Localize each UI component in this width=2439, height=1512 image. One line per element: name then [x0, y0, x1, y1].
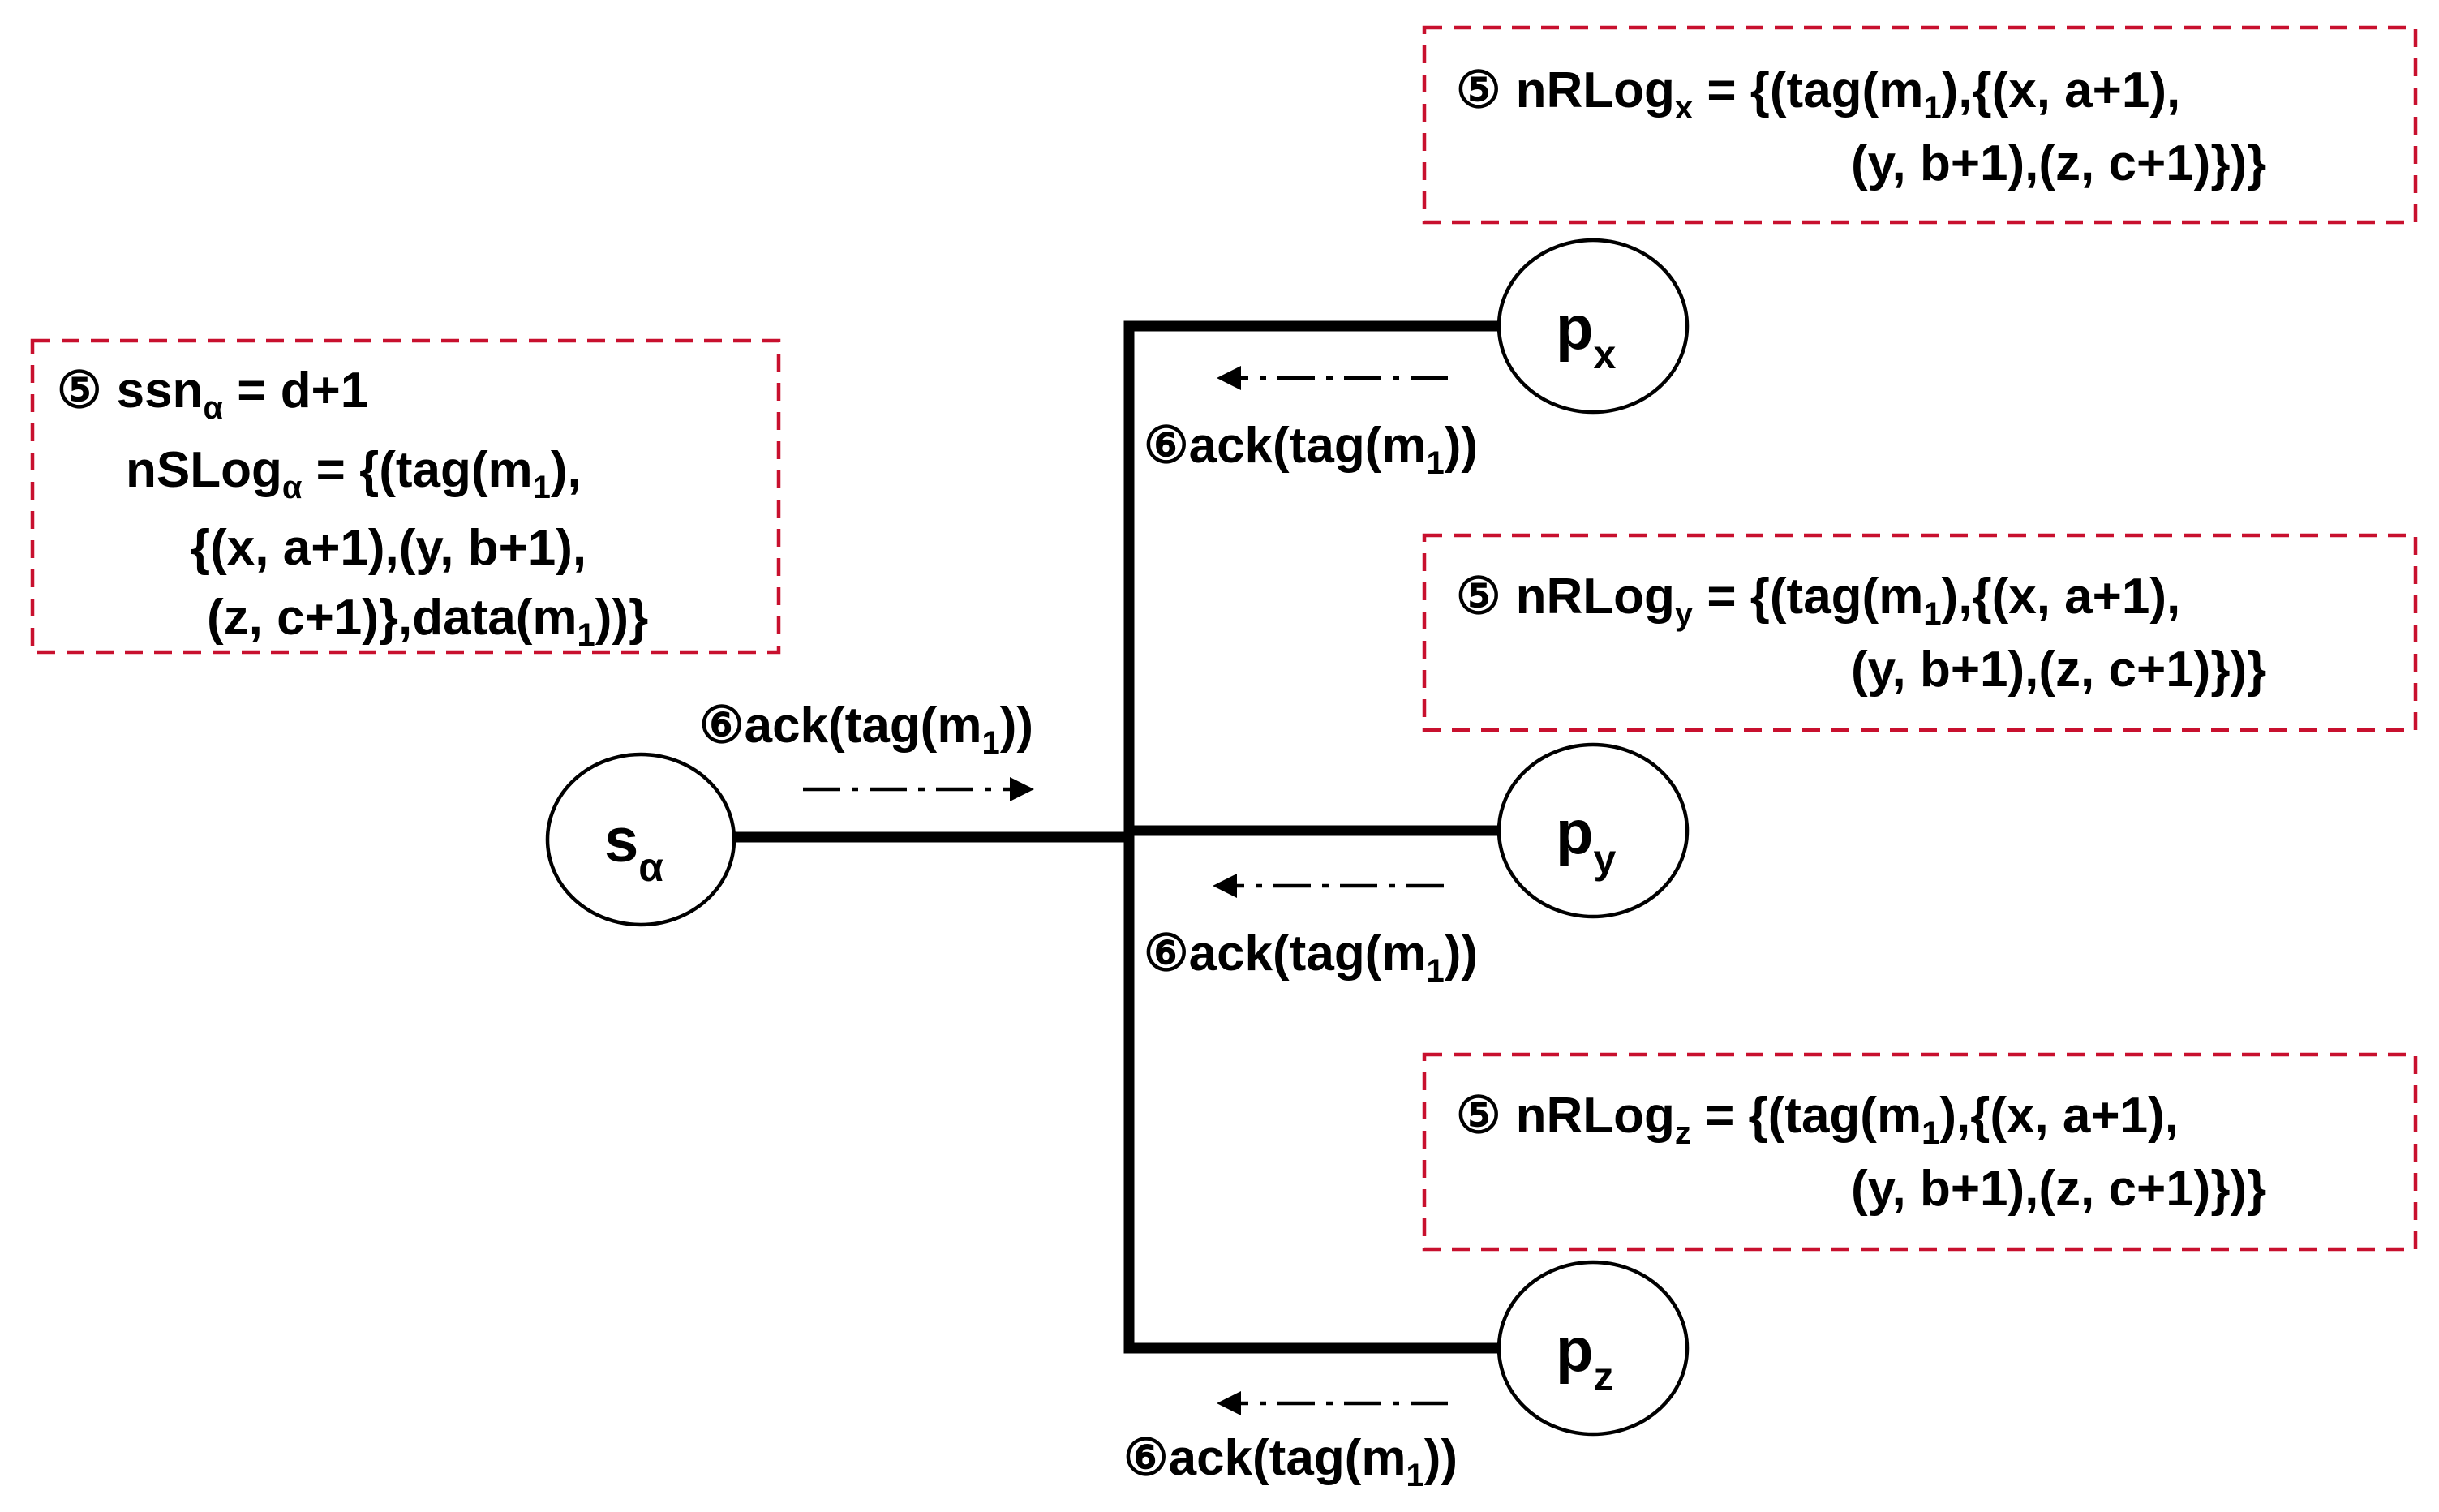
svg-text:(y, b+1),(z, c+1)})}: (y, b+1),(z, c+1)})} [1851, 1161, 2266, 1217]
ack-label-sender: ⑥ack(tag(m1)) [699, 698, 1033, 761]
receiver-log-box-z [1422, 1052, 2418, 1252]
svg-text:pz: pz [1556, 1316, 1613, 1399]
circled-six-icon: ⑥ [699, 698, 745, 754]
ack-arrow-y [1213, 874, 1444, 898]
sender-log-box [30, 338, 781, 655]
svg-text:(y, b+1),(z, c+1)})}: (y, b+1),(z, c+1)})} [1851, 135, 2266, 191]
svg-text:(y, b+1),(z, c+1)})}: (y, b+1),(z, c+1)})} [1851, 642, 2266, 698]
svg-text:sα: sα [604, 806, 663, 890]
ack-arrow-sender [803, 777, 1034, 801]
circled-five-icon: ⑤ [57, 363, 102, 419]
node-p-x: px [1496, 238, 1690, 415]
ack-arrow-z [1217, 1391, 1448, 1415]
svg-text:py: py [1556, 798, 1616, 882]
svg-text:{(x, a+1),(y, b+1),: {(x, a+1),(y, b+1), [191, 520, 586, 576]
ack-label-x: ⑥ack(tag(m1)) [1144, 418, 1478, 481]
node-p-y: py [1496, 742, 1690, 919]
ack-arrow-x [1217, 366, 1448, 390]
circled-five-icon: ⑤ [1456, 62, 1501, 118]
receiver-log-box-x [1422, 25, 2418, 225]
node-s-alpha: sα [545, 752, 736, 927]
svg-text:(z, c+1)},data(m1))}: (z, c+1)},data(m1))} [207, 590, 648, 653]
circled-six-icon: ⑥ [1123, 1430, 1169, 1486]
circled-five-icon: ⑤ [1456, 1088, 1501, 1144]
circled-six-icon: ⑥ [1144, 418, 1189, 474]
node-p-z: pz [1496, 1260, 1690, 1437]
svg-text:nSLogα = {(tag(m1),: nSLogα = {(tag(m1), [126, 442, 582, 505]
bus-wire [1123, 320, 1499, 1354]
receiver-log-box-y [1422, 533, 2418, 732]
ack-label-y: ⑥ack(tag(m1)) [1144, 926, 1478, 989]
svg-text:px: px [1556, 294, 1616, 377]
circled-six-icon: ⑥ [1144, 926, 1189, 982]
circled-five-icon: ⑤ [1456, 569, 1501, 625]
ack-label-z: ⑥ack(tag(m1)) [1123, 1430, 1458, 1493]
